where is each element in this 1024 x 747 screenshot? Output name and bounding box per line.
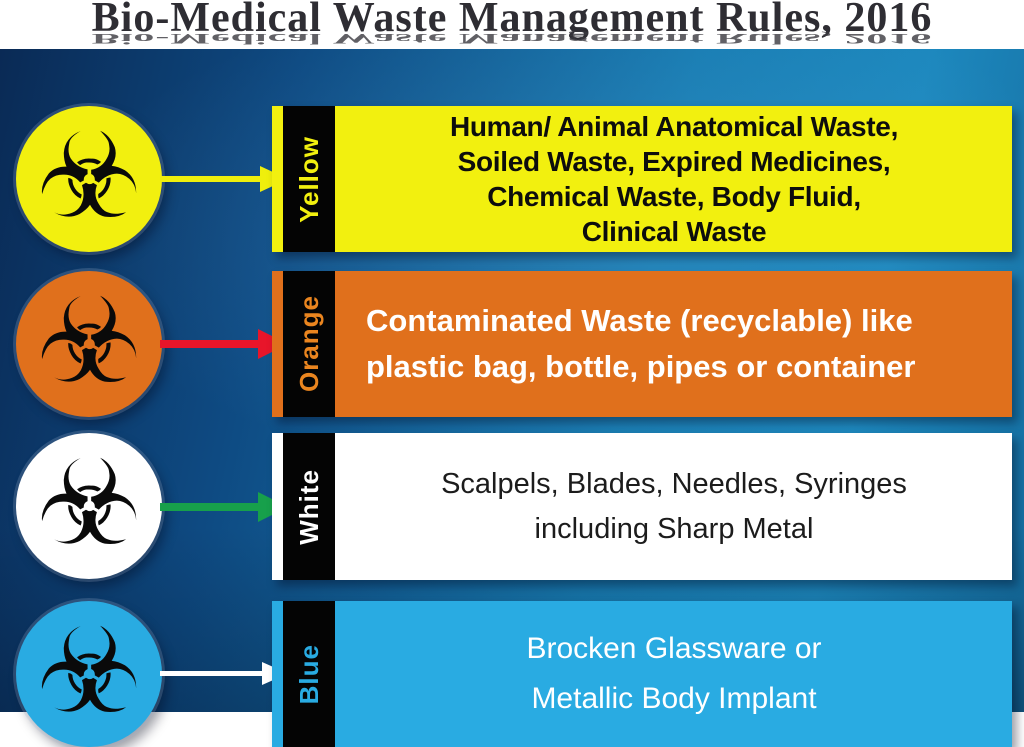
- biohazard-icon: ☣: [36, 107, 142, 245]
- category-box: Blue Brocken Glassware or Metallic Body …: [272, 601, 1012, 747]
- description-line: Metallic Body Implant: [531, 682, 817, 715]
- category-description: Brocken Glassware or Metallic Body Impla…: [352, 601, 996, 747]
- description-line: Contaminated Waste (recyclable) like: [366, 303, 913, 338]
- description-line: plastic bag, bottle, pipes or container: [366, 349, 916, 384]
- category-label-strip: Blue: [283, 601, 335, 747]
- biohazard-icon: ☣: [36, 602, 142, 740]
- category-label-strip: White: [283, 433, 335, 580]
- category-label: Blue: [293, 643, 324, 705]
- biohazard-icon: ☣: [36, 434, 142, 572]
- waste-category-row-white: ☣ White Scalpels, Blades, Needles, Syrin…: [0, 433, 1024, 580]
- category-box: White Scalpels, Blades, Needles, Syringe…: [272, 433, 1012, 580]
- description-line: Chemical Waste, Body Fluid,: [487, 181, 861, 212]
- arrow-right-icon: [160, 329, 288, 359]
- title-bar: Bio-Medical Waste Management Rules, 2016…: [0, 0, 1024, 49]
- waste-category-row-blue: ☣ Blue Brocken Glassware or Metallic Bod…: [0, 601, 1024, 747]
- arrow-right-icon: [160, 662, 288, 685]
- title-reflection-text: Bio-Medical Waste Management Rules, 2016: [91, 31, 933, 46]
- diagram-background: ☣ Yellow Human/ Animal Anatomical Waste,…: [0, 49, 1024, 747]
- biohazard-circle: ☣: [16, 106, 162, 252]
- category-description: Scalpels, Blades, Needles, Syringes incl…: [352, 433, 996, 580]
- biohazard-circle: ☣: [16, 433, 162, 579]
- category-description: Contaminated Waste (recyclable) like pla…: [352, 271, 996, 417]
- page-title: Bio-Medical Waste Management Rules, 2016: [91, 0, 933, 41]
- description-line: Human/ Animal Anatomical Waste,: [449, 111, 899, 142]
- waste-category-row-orange: ☣ Orange Contaminated Waste (recyclable)…: [0, 271, 1024, 417]
- biohazard-circle: ☣: [16, 271, 162, 417]
- waste-category-row-yellow: ☣ Yellow Human/ Animal Anatomical Waste,…: [0, 106, 1024, 252]
- category-box: Yellow Human/ Animal Anatomical Waste, S…: [272, 106, 1012, 252]
- category-label: Yellow: [293, 135, 324, 223]
- description-line: Soiled Waste, Expired Medicines,: [457, 146, 891, 177]
- category-label-strip: Orange: [283, 271, 335, 417]
- category-box: Orange Contaminated Waste (recyclable) l…: [272, 271, 1012, 417]
- description-line: including Sharp Metal: [534, 512, 814, 545]
- category-label: Orange: [293, 295, 324, 393]
- description-line: Clinical Waste: [581, 216, 767, 247]
- arrow-right-icon: [160, 166, 288, 192]
- arrow-right-icon: [160, 491, 288, 522]
- biohazard-icon: ☣: [36, 272, 142, 410]
- title-reflection: Bio-Medical Waste Management Rules, 2016: [0, 31, 1024, 46]
- category-description: Human/ Animal Anatomical Waste, Soiled W…: [352, 106, 996, 252]
- description-line: Brocken Glassware or: [526, 632, 822, 665]
- description-line: Scalpels, Blades, Needles, Syringes: [441, 467, 907, 500]
- category-label-strip: Yellow: [283, 106, 335, 252]
- biohazard-circle: ☣: [16, 601, 162, 747]
- category-label: White: [293, 468, 324, 545]
